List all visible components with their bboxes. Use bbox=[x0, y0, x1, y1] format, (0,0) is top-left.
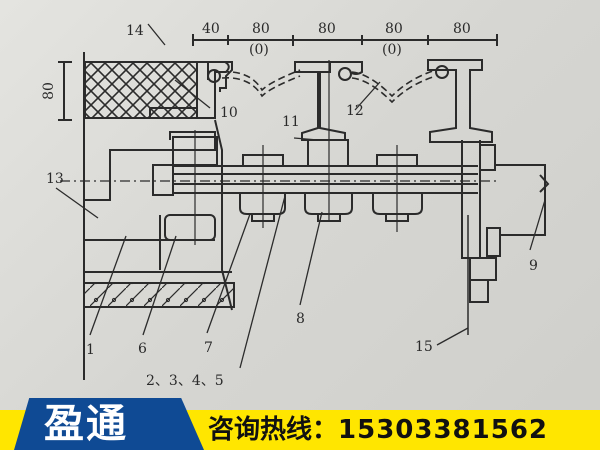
dimension-80-a-sub: (0) bbox=[249, 42, 269, 58]
label-14: 14 bbox=[126, 23, 144, 39]
dimension-left-80: 80 bbox=[40, 82, 57, 100]
label-9: 9 bbox=[529, 258, 538, 274]
label-11: 11 bbox=[282, 114, 300, 130]
part-5-connecting-plate bbox=[60, 164, 500, 196]
top-dimension-line bbox=[192, 34, 498, 46]
label-8: 8 bbox=[296, 311, 305, 327]
left-dimension-line bbox=[58, 52, 85, 380]
brand-banner: 盈通 咨询热线：15303381562 bbox=[0, 398, 600, 450]
label-10: 10 bbox=[220, 105, 238, 121]
brand-name: 盈通 bbox=[44, 401, 128, 447]
dimension-80-d: 80 bbox=[453, 21, 471, 37]
expansion-joint-drawing bbox=[55, 23, 550, 380]
hotline-phone: 15303381562 bbox=[338, 415, 549, 445]
leader-lines bbox=[55, 23, 546, 369]
label-2-3-4-5: 2、3、4、5 bbox=[146, 373, 224, 389]
dimension-40: 40 bbox=[202, 21, 220, 37]
label-12: 12 bbox=[346, 103, 364, 119]
banner-blue-badge bbox=[14, 398, 204, 450]
label-13: 13 bbox=[46, 171, 64, 187]
part-12-rubber-strip bbox=[221, 69, 437, 104]
bolts bbox=[164, 60, 423, 245]
label-15: 15 bbox=[415, 339, 433, 355]
part-9-right-anchor bbox=[461, 140, 550, 335]
part-11-rail-beams bbox=[207, 59, 493, 143]
label-6: 6 bbox=[138, 341, 147, 357]
part-14-seal-block bbox=[84, 61, 230, 119]
label-7: 7 bbox=[204, 340, 213, 356]
label-1: 1 bbox=[86, 342, 95, 358]
dimension-80-b: 80 bbox=[318, 21, 336, 37]
hotline: 咨询热线：15303381562 bbox=[208, 412, 548, 448]
dimension-80-a: 80 bbox=[252, 21, 270, 37]
hotline-label: 咨询热线： bbox=[208, 415, 339, 445]
dimension-80-c: 80 bbox=[385, 21, 403, 37]
dimension-80-c-sub: (0) bbox=[382, 42, 402, 58]
